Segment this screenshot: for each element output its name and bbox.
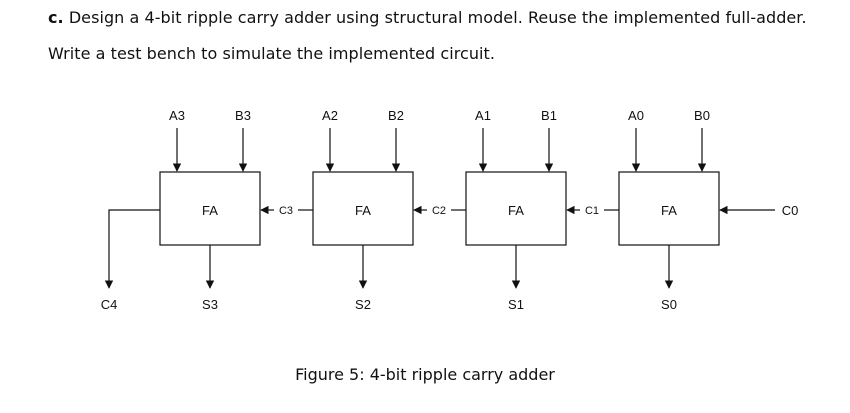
input-a-label: A3	[169, 108, 185, 123]
input-b-label: B0	[694, 108, 710, 123]
question-label: c.	[48, 8, 64, 27]
full-adder-label: FA	[355, 203, 371, 218]
question-text-1: Design a 4-bit ripple carry adder using …	[68, 8, 807, 27]
carry-label: C2	[432, 205, 446, 217]
full-adder-box	[465, 171, 567, 246]
sum-label: S0	[661, 297, 677, 312]
sum-label: S3	[202, 297, 218, 312]
carry-label: C1	[585, 205, 599, 217]
question-line-1: c. Design a 4-bit ripple carry adder usi…	[48, 8, 807, 27]
full-adder-label: FA	[508, 203, 524, 218]
input-a-label: A2	[322, 108, 338, 123]
figure-caption: Figure 5: 4-bit ripple carry adder	[295, 365, 555, 384]
full-adder-box	[159, 171, 261, 246]
full-adder-label: FA	[202, 203, 218, 218]
carry-in-label: C0	[782, 203, 799, 218]
full-adder-box	[618, 171, 720, 246]
full-adder-label: FA	[661, 203, 677, 218]
full-adder-box	[312, 171, 414, 246]
sum-label: S1	[508, 297, 524, 312]
input-a-label: A0	[628, 108, 644, 123]
carry-label: C3	[279, 205, 293, 217]
carry-out-label: C4	[101, 297, 118, 312]
input-b-label: B1	[541, 108, 557, 123]
input-a-label: A1	[475, 108, 491, 123]
input-b-label: B2	[388, 108, 404, 123]
carry-out-arrow	[104, 209, 160, 289]
question-line-2: Write a test bench to simulate the imple…	[48, 44, 496, 63]
input-b-label: B3	[235, 108, 251, 123]
sum-label: S2	[355, 297, 371, 312]
